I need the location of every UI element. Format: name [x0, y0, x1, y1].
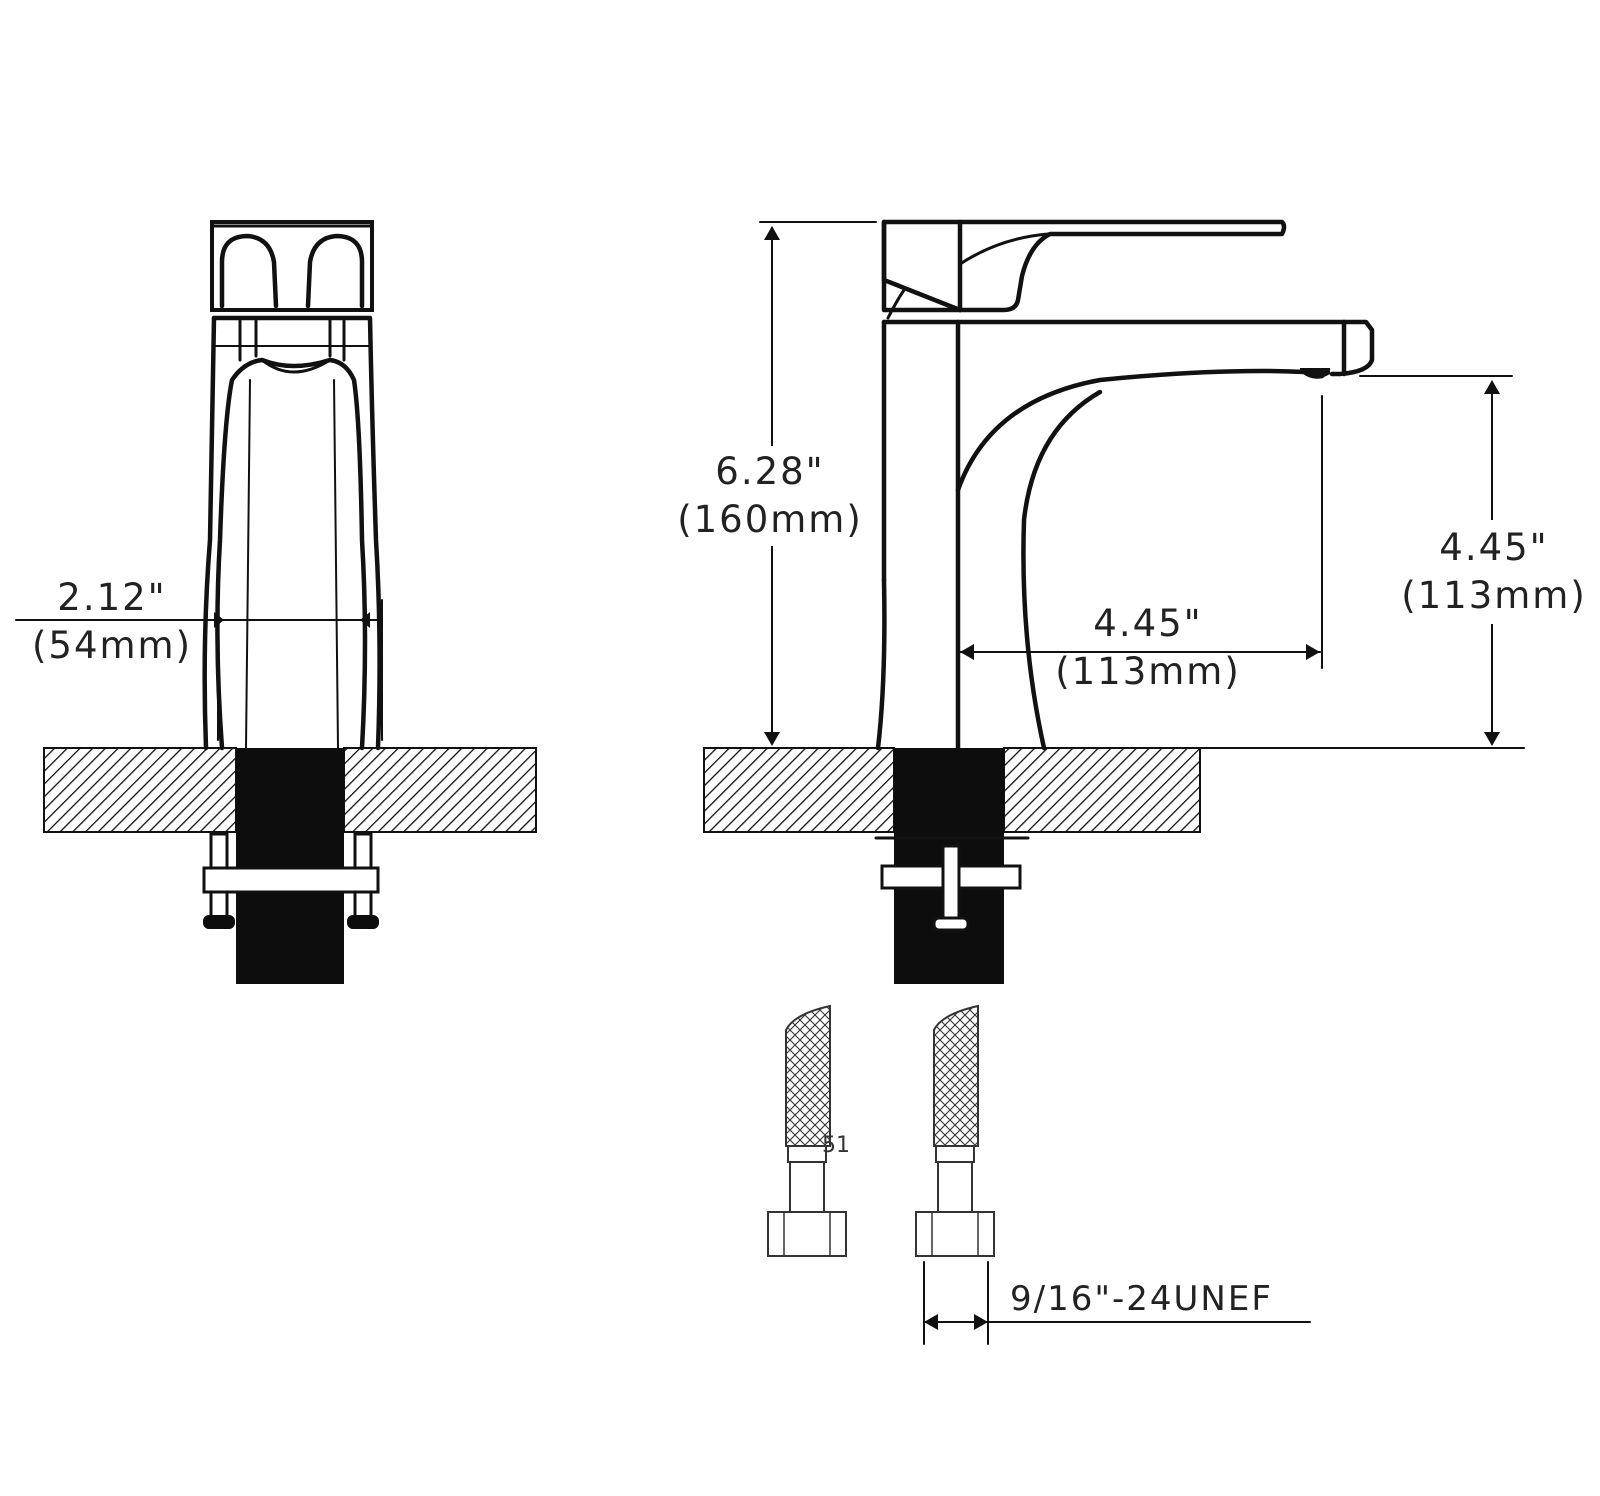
front-nut-left: [203, 915, 235, 929]
hose-left: 51: [767, 1004, 850, 1257]
thread-dimension: 9/16"-24UNEF: [923, 1261, 1311, 1345]
front-body-right: [211, 315, 382, 751]
front-body-inner-left: [245, 379, 251, 749]
front-handle-lobe-left: [219, 233, 279, 309]
side-view: 6.28" (160mm) 4.45" (113mm) 4.45" (113mm…: [677, 219, 1592, 984]
side-stud: [941, 844, 961, 926]
base-width-inch: 2.12": [57, 576, 166, 619]
hose-left-nut: [767, 1211, 847, 1257]
front-handle: [210, 220, 374, 312]
thread-arrow-left: [924, 1314, 938, 1330]
side-spout-underside: [955, 368, 1325, 493]
spout-height-arrow-top: [1484, 380, 1500, 394]
side-handle-neck: [886, 288, 906, 320]
side-handle-curve: [958, 232, 1050, 266]
side-handle-chamfer: [881, 277, 963, 313]
front-nut-right: [347, 915, 379, 929]
total-height-label-bg: [680, 446, 864, 546]
front-shank: [236, 748, 344, 984]
front-view: 2.12" (54mm): [15, 220, 537, 984]
hose-right-collar: [935, 1145, 975, 1163]
front-body-left: [202, 315, 217, 751]
front-countertop-right: [343, 747, 537, 833]
hose-right-braid: [933, 1004, 979, 1147]
spout-reach-arrow-left: [960, 644, 974, 660]
side-body-back: [1021, 389, 1103, 751]
spout-height-arrow-bottom: [1484, 732, 1500, 746]
spout-reach-arrow-right: [1306, 644, 1320, 660]
front-body-lip: [260, 358, 332, 374]
hose-left-collar: [787, 1145, 827, 1163]
hose-mark: 51: [822, 1133, 850, 1158]
total-height-arrow-top: [764, 226, 780, 240]
front-handle-lobe-right: [305, 233, 365, 309]
spout-reach-inch: 4.45": [1093, 602, 1202, 645]
front-countertop-left: [43, 747, 237, 833]
total-height-inch: 6.28": [715, 450, 824, 493]
total-height-arrow-bottom: [764, 732, 780, 746]
spout-height-label-bg: [1404, 520, 1592, 624]
base-width-mm: (54mm): [32, 624, 192, 667]
thread-label: 9/16"-24UNEF: [1010, 1279, 1273, 1319]
front-body-inner-right: [333, 379, 339, 749]
side-stud-nut: [932, 916, 970, 932]
front-body-face: [215, 357, 368, 751]
hose-left-braid: [785, 1004, 831, 1147]
base-width-arrow-right: [360, 612, 370, 628]
hose-right-nut: [915, 1211, 995, 1257]
side-countertop-right: [1003, 747, 1201, 833]
side-body-front-lower: [875, 577, 887, 751]
spout-reach-mm: (113mm): [1055, 650, 1241, 693]
hose-left-stem: [789, 1161, 825, 1215]
spout-height-inch: 4.45": [1439, 526, 1548, 569]
front-washer: [202, 866, 380, 894]
side-aerator: [1300, 368, 1330, 379]
spout-height-mm: (113mm): [1401, 574, 1587, 617]
base-width-arrow-left: [214, 612, 224, 628]
hose-right-stem: [937, 1161, 973, 1215]
total-height-mm: (160mm): [677, 498, 863, 541]
side-handle-lever: [881, 219, 1287, 313]
hose-right: [915, 1004, 995, 1257]
thread-arrow-right: [974, 1314, 988, 1330]
side-countertop-left: [703, 747, 895, 833]
